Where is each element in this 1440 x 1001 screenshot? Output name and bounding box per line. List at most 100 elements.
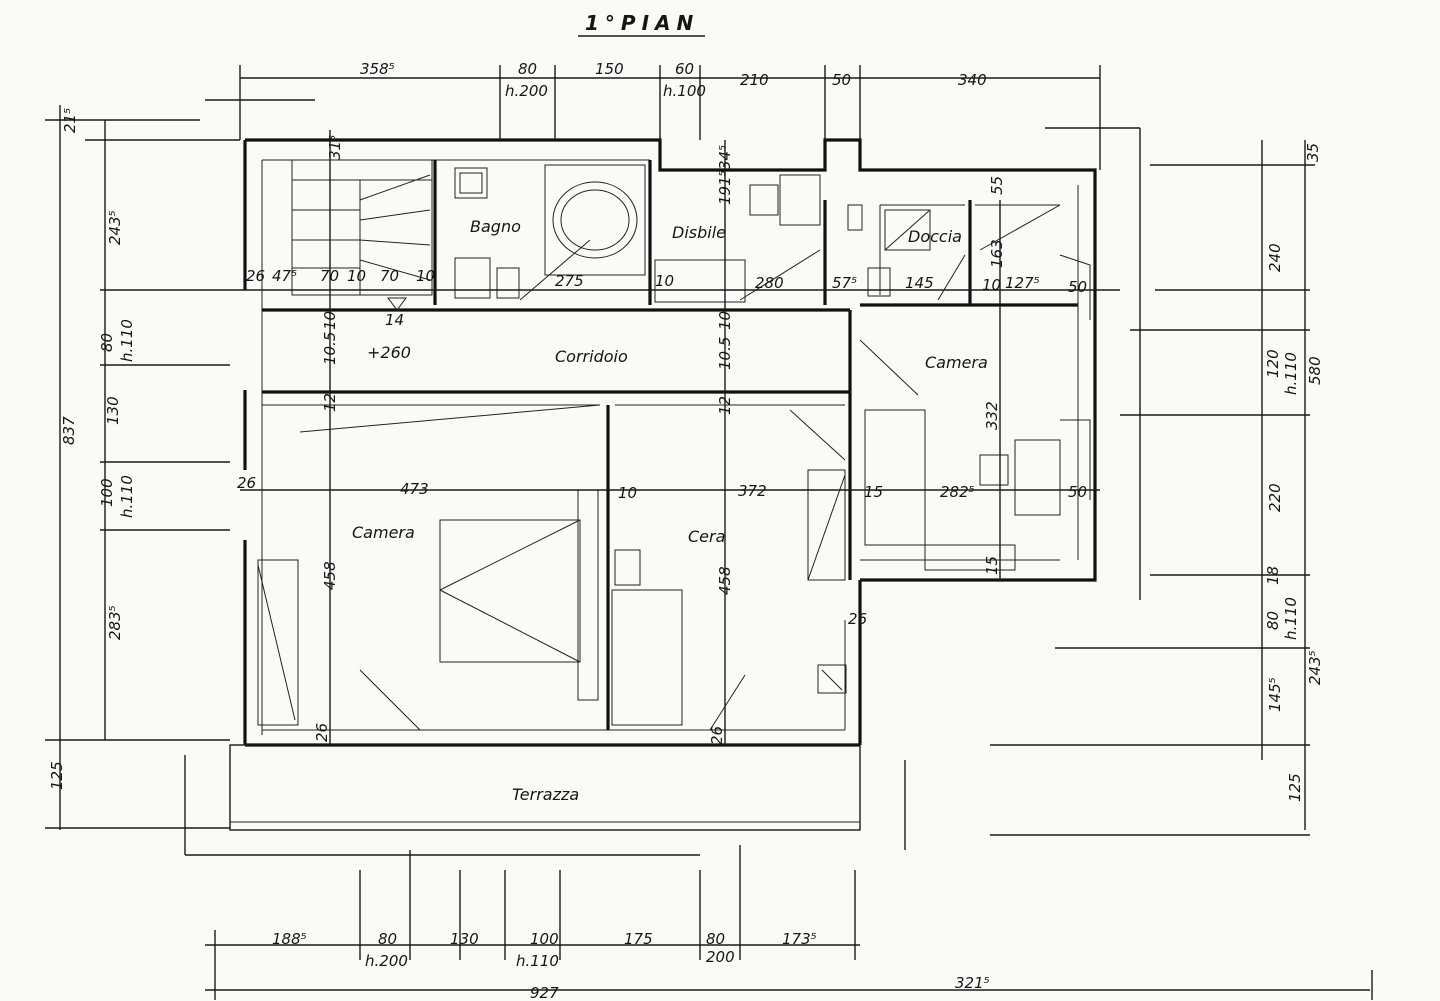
stair-symbol	[291, 159, 433, 311]
shower-fixtures	[867, 204, 1061, 301]
dim-int-24: 372	[738, 482, 767, 500]
dim-int-33: 26	[708, 726, 726, 745]
dim-top-6: 50	[832, 71, 851, 89]
dimension-lines	[45, 65, 1373, 1000]
dim-right-ch: h.110	[1282, 352, 1300, 395]
dim-int-32: 26	[313, 723, 331, 742]
dim-bottom-total-left: 927	[530, 984, 559, 1001]
dim-int-10: 57⁵	[832, 274, 857, 292]
dim-bottom-6: 80	[706, 930, 725, 948]
dim-int-6: 10	[416, 267, 435, 285]
exterior-walls	[243, 138, 1097, 747]
dim-int-17: 10.5	[716, 337, 734, 370]
dim-int-11: 145	[905, 274, 934, 292]
dim-left-d: 130	[104, 396, 122, 425]
dim-right-a: 35	[1304, 143, 1322, 162]
dim-int-16: 10.5	[321, 332, 339, 365]
dim-int-5: 70	[380, 267, 399, 285]
dim-int-14: 50	[1068, 278, 1087, 296]
dim-right-h: 243⁵	[1306, 650, 1324, 685]
dim-int-19: 12	[321, 393, 339, 412]
dim-int-25: 15	[864, 483, 883, 501]
bath-fixtures	[454, 164, 646, 301]
dim-left-ch: h.110	[118, 319, 136, 362]
dim-int-30: 332	[983, 401, 1001, 430]
dim-bottom-5: 175	[624, 930, 653, 948]
dim-int-13: 127⁵	[1005, 274, 1040, 292]
stair-step-count: 14	[385, 311, 404, 329]
dim-int-12: 10	[982, 276, 1001, 294]
room-disbile: Disbile	[672, 223, 726, 242]
room-doccia: Doccia	[908, 227, 962, 246]
dim-int-39: 15	[983, 556, 1001, 575]
plan-title: 1°PIAN	[585, 11, 699, 35]
room-camera-main: Camera	[352, 523, 415, 542]
dim-int-15: 10	[321, 311, 339, 330]
dim-left-a: 21⁵	[61, 108, 79, 133]
dim-int-23: 10	[618, 484, 637, 502]
dim-left-b: 243⁵	[106, 210, 124, 245]
dim-left-f: 283⁵	[106, 605, 124, 640]
dim-right-g: 145⁵	[1266, 677, 1284, 712]
room-corridoio: Corridoio	[555, 347, 628, 366]
dim-left-eh: h.110	[118, 475, 136, 518]
interior-walls	[262, 160, 1078, 730]
dim-int-20: 12	[716, 396, 734, 415]
dim-left-total: 837	[60, 416, 78, 445]
dim-int-31: 26	[848, 610, 867, 628]
dim-int-35: 55	[988, 176, 1006, 195]
dim-top-4h: h.100	[663, 82, 706, 100]
room-bagno: Bagno	[470, 217, 521, 236]
dim-right-c: 120	[1264, 349, 1282, 378]
dim-bottom-6h: 200	[706, 948, 735, 966]
dim-int-28: 458	[321, 561, 339, 590]
dim-int-26: 282⁵	[940, 483, 975, 501]
dim-int-1: 26	[246, 267, 265, 285]
dim-bottom-total-right: 321⁵	[955, 974, 990, 992]
dim-right-total: 580	[1306, 356, 1324, 385]
dim-int-38: 31⁵	[326, 135, 344, 160]
dim-top-5: 210	[740, 71, 769, 89]
dim-int-22: 473	[400, 480, 429, 498]
room-camera-right: Camera	[925, 353, 988, 372]
dim-top-2h: h.200	[505, 82, 548, 100]
dim-right-fh: h.110	[1282, 597, 1300, 640]
floor-level: +260	[367, 343, 411, 362]
dim-int-29: 458	[716, 566, 734, 595]
dim-bottom-1: 188⁵	[272, 930, 307, 948]
dim-top-7: 340	[958, 71, 987, 89]
dim-int-3: 70	[320, 267, 339, 285]
room-cera: Cera	[688, 527, 725, 546]
dim-top-2: 80	[518, 60, 537, 78]
dim-int-37: 34⁵	[716, 145, 734, 170]
dim-int-8: 10	[655, 272, 674, 290]
dim-int-9: 280	[755, 274, 784, 292]
dim-bottom-2h: h.200	[365, 952, 408, 970]
dim-int-34: 163	[988, 239, 1006, 268]
dim-bottom-4: 100	[530, 930, 559, 948]
dim-right-i: 125	[1286, 773, 1304, 802]
dim-int-36: 191⁵	[716, 170, 734, 205]
dim-top-3: 150	[595, 60, 624, 78]
dim-right-f: 80	[1264, 611, 1282, 630]
dim-top-4: 60	[675, 60, 694, 78]
dim-int-4: 10	[347, 267, 366, 285]
dim-left-e: 100	[98, 478, 116, 507]
dim-bottom-3: 130	[450, 930, 479, 948]
dim-bottom-7: 173⁵	[782, 930, 817, 948]
dim-right-d: 220	[1266, 483, 1284, 512]
dim-bottom-2: 80	[378, 930, 397, 948]
closet-fixtures	[654, 174, 863, 303]
dim-int-21: 26	[237, 474, 256, 492]
dim-top-1: 358⁵	[360, 60, 395, 78]
dim-right-b: 240	[1266, 243, 1284, 272]
dim-bottom-4h: h.110	[516, 952, 559, 970]
dim-int-27: 50	[1068, 483, 1087, 501]
bedroom-fixtures	[257, 339, 1061, 731]
dim-int-18: 10	[716, 311, 734, 330]
room-terrazza: Terrazza	[512, 785, 579, 804]
terrace-outline	[229, 744, 861, 831]
dim-int-2: 47⁵	[272, 267, 297, 285]
dim-left-c: 80	[98, 333, 116, 352]
